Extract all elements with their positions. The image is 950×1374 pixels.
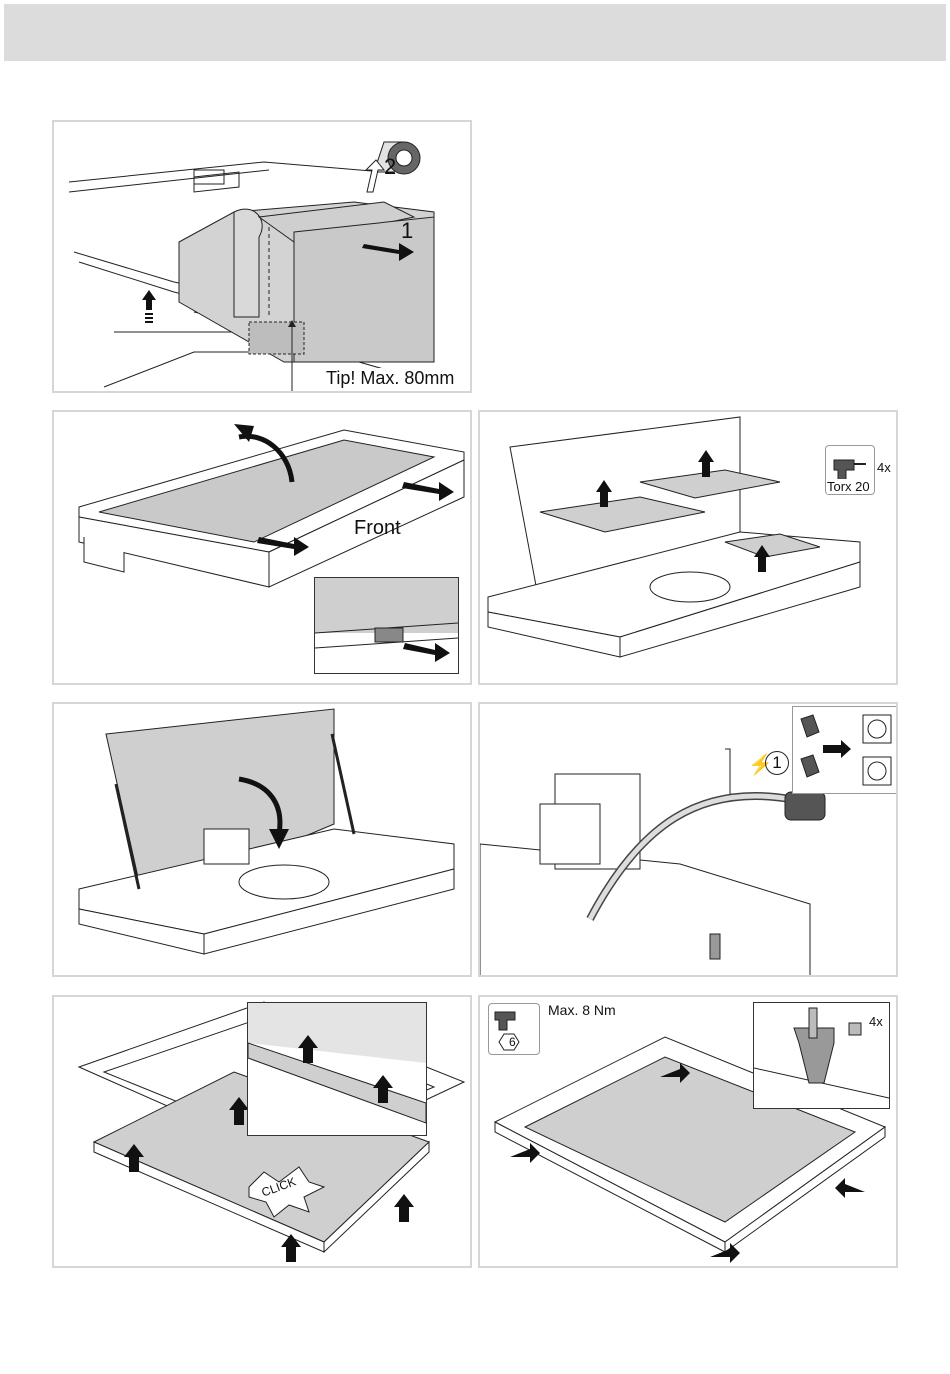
- panel-open-cover: [52, 702, 472, 977]
- panel-remove-filters: 4x Torx 20: [478, 410, 898, 685]
- header-bar: [4, 4, 946, 61]
- torque-label: Max. 8 Nm: [548, 1002, 616, 1018]
- front-label: Front: [354, 517, 401, 540]
- panel-power-connection: ⚡ 1: [478, 702, 898, 977]
- frame-detail-illustration: [248, 1003, 426, 1135]
- plug-type-box: [792, 706, 897, 794]
- warning-number: 1: [765, 751, 789, 775]
- screw-count-nm: 4x: [869, 1014, 883, 1029]
- panel-tape-application: 1 2 Tip! Max. 80mm: [52, 120, 472, 393]
- panel-install-frame: CLICK: [52, 995, 472, 1268]
- plug-types-illustration: [793, 707, 896, 793]
- frame-detail-inset: [247, 1002, 427, 1136]
- tape-illustration: [54, 122, 472, 393]
- step-number-2: 2: [384, 154, 396, 180]
- screw-count: 4x: [877, 460, 891, 475]
- open-cover-illustration: [54, 704, 472, 977]
- latch-detail-illustration: [315, 578, 458, 673]
- torx-label: Torx 20: [827, 479, 870, 494]
- tool-number: 6: [509, 1035, 516, 1049]
- panel-remove-cover: Front: [52, 410, 472, 685]
- tip-label: Tip! Max. 80mm: [324, 368, 456, 389]
- step-number-1: 1: [401, 218, 413, 244]
- panel-screw-frame: 6 Max. 8 Nm 4x: [478, 995, 898, 1268]
- latch-detail-inset: [314, 577, 459, 674]
